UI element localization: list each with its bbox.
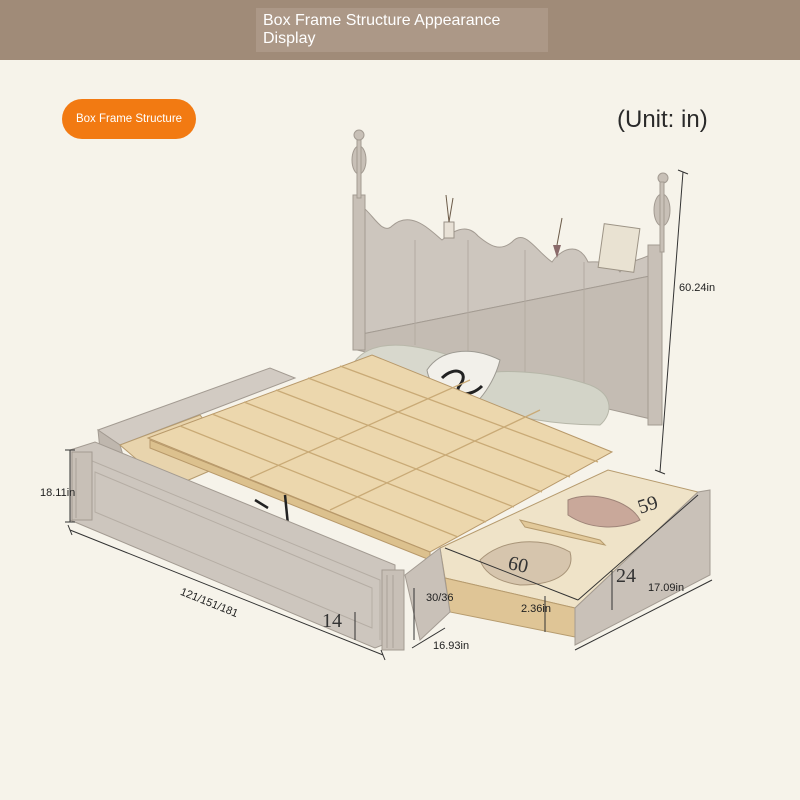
dimension-lines — [65, 169, 713, 661]
drawer-height-label: 30/36 — [426, 592, 454, 604]
slat-base — [146, 354, 614, 561]
right-drawer — [404, 469, 711, 646]
footboard-height-label: 18.11in — [40, 487, 76, 499]
headboard-height-label: 60.24in — [679, 282, 716, 294]
bed-legs — [254, 494, 290, 526]
drawer-front-label: 17.09in — [648, 582, 685, 594]
unit-note: (Unit: in) — [617, 106, 708, 133]
handle-label: 2.36in — [521, 603, 551, 615]
headboard-posts — [351, 129, 671, 426]
section-tag: Box Frame Structure — [62, 99, 196, 139]
drawer-depth-label: 16.93in — [433, 640, 470, 652]
foot-post-label: 14 — [322, 610, 342, 632]
page-title: Box Frame Structure Appearance Display — [256, 8, 548, 52]
footboard — [69, 441, 405, 651]
drawer-side-label: 24 — [616, 565, 636, 587]
headboard-decor — [443, 194, 641, 273]
header-bar: Box Frame Structure Appearance Display — [0, 0, 800, 60]
